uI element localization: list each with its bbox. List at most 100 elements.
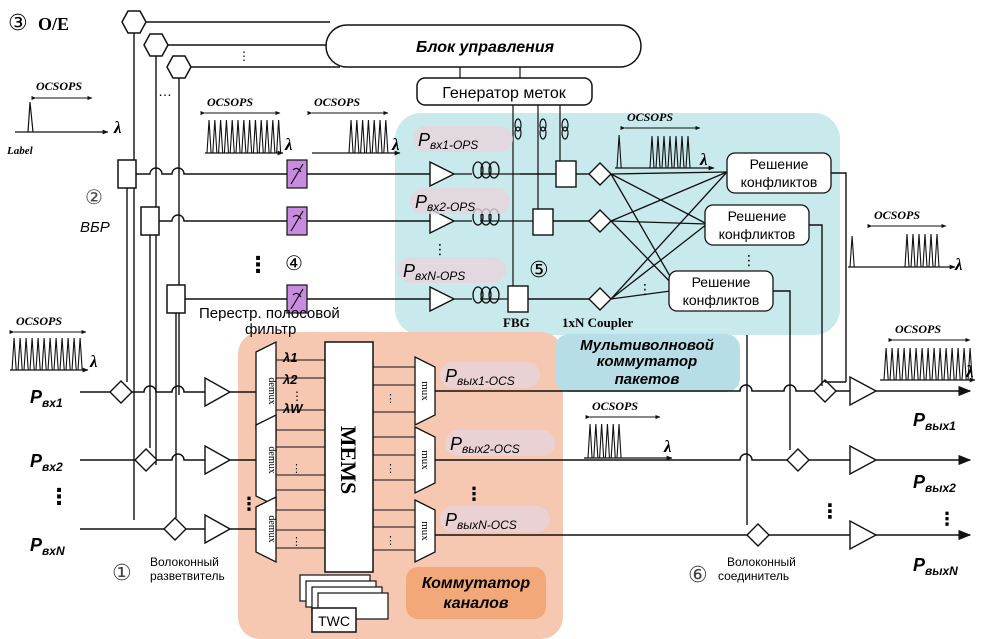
output-port-1: Pвых1: [913, 410, 956, 433]
svg-text:λ: λ: [89, 352, 98, 371]
pout-ocs-2-label: Pвых2-OCS: [450, 434, 520, 456]
combiner-label-1: Волоконный: [727, 555, 796, 569]
dots: ⋮: [742, 252, 756, 268]
packet-switch-title-1: Мультиволновой: [580, 337, 714, 354]
svg-text:Pвых1: Pвых1: [913, 410, 956, 433]
marker-2: ②: [85, 187, 103, 209]
label-generator-text: Генератор меток: [442, 85, 566, 102]
dots: ⋮: [938, 509, 956, 529]
hexagon-icon: [143, 33, 169, 57]
svg-text:Решение: Решение: [750, 156, 809, 172]
fbg-N: [507, 285, 529, 313]
dots: …: [158, 83, 172, 99]
svg-text:OCSOPS: OCSOPS: [592, 399, 638, 413]
pin-ops-1-label: Pвх1-OPS: [418, 130, 478, 152]
dots: ⋮: [238, 49, 250, 63]
spectrum-ocs-ops-2: OCSOPS λ: [307, 95, 401, 156]
demux-N: demux: [255, 495, 277, 564]
svg-text:TWC: TWC: [318, 613, 350, 629]
dots: ⋮: [433, 241, 447, 257]
channel-switch-title-1: Коммутатор: [422, 575, 530, 592]
tunable-filter-label-2: фильтр: [245, 321, 296, 338]
fbr-2: [140, 206, 160, 236]
svg-text:OCSOPS: OCSOPS: [895, 322, 941, 336]
dots: ⋮: [820, 501, 840, 523]
control-block: [325, 24, 642, 68]
mux-N: mux: [414, 498, 436, 564]
lambda-1: λ1: [282, 350, 297, 365]
pout-ocs-1-label: Pвых1-OCS: [445, 366, 515, 388]
svg-text:λ: λ: [113, 118, 122, 137]
amplifier-icon: [204, 513, 232, 545]
fbg-1: [555, 160, 577, 188]
svg-text:конфликтов: конфликтов: [741, 174, 818, 190]
diamond-icon: [813, 379, 837, 403]
svg-text:demux: demux: [266, 515, 277, 542]
combiner-label-2: соединитель: [718, 569, 789, 583]
splitter-label-2: разветвитель: [150, 569, 225, 583]
mux-1: mux: [414, 355, 436, 427]
svg-text:λ: λ: [965, 362, 974, 381]
dots: ⋮: [385, 463, 396, 475]
svg-text:PвыхN: PвыхN: [913, 555, 958, 578]
fbr-N: [166, 284, 186, 314]
output-port-N: PвыхN: [913, 555, 958, 578]
diamond-icon: [588, 162, 612, 186]
dots: ⋮: [385, 393, 396, 405]
svg-text:конфликтов: конфликтов: [683, 292, 760, 308]
amplifier-icon: [204, 444, 232, 476]
svg-text:OCSOPS: OCSOPS: [207, 95, 253, 109]
svg-text:λ: λ: [284, 135, 293, 154]
dots: ⋮: [48, 484, 70, 509]
conflict-resolution-1: Решение конфликтов: [726, 152, 832, 194]
fbr-label: ВБР: [80, 219, 110, 236]
dots: ⋮: [240, 494, 258, 514]
lambda-2: λ2: [282, 372, 298, 387]
diamond-icon: [786, 448, 810, 472]
control-block-label: Блок управления: [416, 39, 555, 56]
mems-label: MEMS: [336, 426, 361, 494]
input-port-2: Pвх2: [30, 451, 63, 474]
tunable-filter-1: [286, 159, 308, 189]
svg-text:Pвх2: Pвх2: [30, 451, 63, 474]
tunable-filter-2: [286, 206, 308, 236]
dots: ⋮: [247, 252, 269, 277]
amplifier-icon: [429, 207, 456, 235]
diamond-icon: [746, 523, 770, 547]
packet-switch-title-bg: [555, 334, 740, 392]
svg-text:λ: λ: [699, 150, 708, 169]
dots: ⋮: [638, 281, 652, 297]
dots: ⋮: [291, 389, 303, 403]
svg-text:demux: demux: [266, 377, 277, 404]
marker-6: ⑥: [688, 562, 708, 587]
twc-stack: TWC: [299, 574, 389, 633]
fbg-label: FBG: [503, 315, 530, 330]
svg-text:OCSOPS: OCSOPS: [314, 95, 360, 109]
channel-switch-region: [238, 332, 563, 639]
svg-text:OCSOPS: OCSOPS: [627, 110, 673, 124]
diamond-icon: [588, 209, 612, 233]
spectrum-label-plot: OCSOPS λ Label: [6, 79, 122, 157]
marker-4: ④: [285, 253, 303, 275]
svg-text:Pвх1: Pвх1: [30, 387, 63, 410]
svg-text:OCSOPS: OCSOPS: [874, 208, 920, 222]
splitter-label-1: Волоконный: [150, 555, 219, 569]
channel-switch-title-bg: [406, 567, 546, 619]
amplifier-icon: [849, 444, 878, 476]
mux-2: mux: [414, 425, 436, 495]
svg-text:PвхN: PвхN: [30, 535, 65, 558]
svg-text:OCSOPS: OCSOPS: [36, 79, 82, 93]
tunable-filter-label-1: Перестр. полосовой: [199, 305, 340, 322]
input-port-1: Pвх1: [30, 387, 63, 410]
dots: ⋮: [465, 484, 483, 504]
packet-switch-title-3: пакетов: [615, 371, 680, 388]
fbr-1: [117, 159, 137, 189]
spectrum-output: OCSOPS λ: [880, 322, 976, 383]
svg-text:λ: λ: [391, 135, 400, 154]
svg-text:Решение: Решение: [692, 274, 751, 290]
oe-label: O/E: [38, 14, 69, 34]
dots: ⋮: [291, 536, 302, 548]
diamond-icon: [134, 448, 158, 472]
coupler-label: 1xN Coupler: [562, 315, 633, 330]
